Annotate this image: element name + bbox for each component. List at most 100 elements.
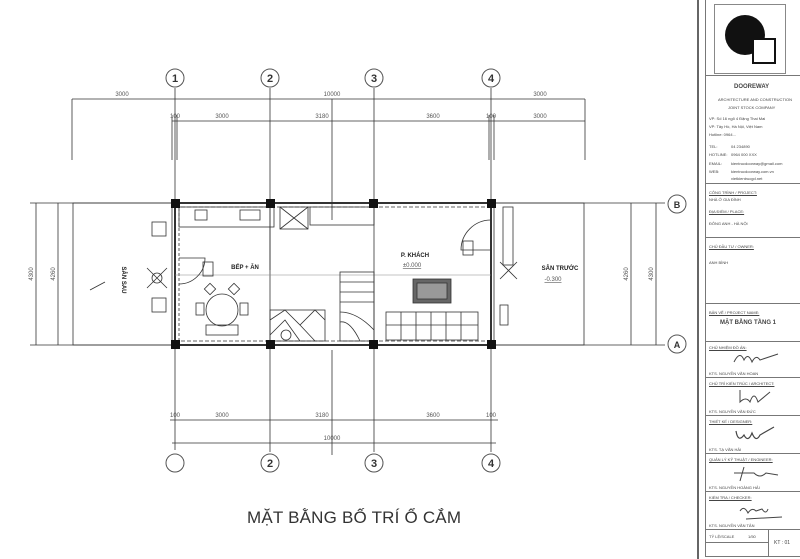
web-label: WEB:	[709, 169, 720, 174]
signer-name: KTS. NGUYỄN HOÀNG HẢI	[709, 485, 760, 490]
signer-role: KIỂM TRA / CHECKER:	[709, 495, 752, 500]
grid-label-bottom-4: 4	[488, 458, 495, 470]
owner-label: CHỦ ĐẦU TƯ / OWNER:	[709, 244, 754, 249]
dim-bottom-span-2: 3180	[315, 413, 329, 419]
company-address-3: Hotline: 0964...	[709, 132, 736, 137]
signer-name: KTS. NGUYỄN VĂN ĐỨC	[709, 409, 756, 414]
front-yard	[493, 202, 585, 346]
dim-bottom-span-3: 3600	[426, 413, 440, 419]
front-door	[460, 219, 492, 251]
dim-top-span-1: 3000	[215, 114, 229, 120]
project-cell: CÔNG TRÌNH / PROJECT: NHÀ Ở GIA ĐÌNH ĐỊA…	[706, 184, 800, 238]
signature-icon	[739, 507, 783, 520]
owner-value: ANH BÌNH	[709, 260, 729, 265]
company-address-2: VP: Tây Hồ, Hà Nội, Việt Nam	[709, 124, 763, 129]
dim-top-overall-main: 10000	[324, 92, 341, 98]
hotline-label: HOTLINE:	[709, 152, 728, 157]
signer-name: KTS. TẠ VĂN HẢI	[709, 447, 742, 452]
project-value: NHÀ Ở GIA ĐÌNH	[709, 197, 741, 202]
signer-name: KTS. NGUYỄN VĂN HOAN	[709, 371, 759, 376]
drawing-name-cell: BẢN VẼ / PROJECT NAME: MẶT BẰNG TẦNG 1	[706, 304, 800, 342]
signer-cell: KIỂM TRA / CHECKER: KTS. NGUYỄN VĂN TÂN	[706, 492, 800, 530]
scale-label: TỶ LỆ/SCALE	[709, 534, 735, 539]
grid-label-bottom-3: 3	[371, 458, 377, 470]
grid-label-1: 1	[172, 73, 178, 85]
signer-cell: CHỦ NHIỆM ĐỒ ÁN: KTS. NGUYỄN VĂN HOAN	[706, 342, 800, 378]
kitchen-door	[178, 257, 206, 285]
signer-cell: CHỦ TRÌ KIẾN TRÚC / ARCHITECT: KTS. NGUY…	[706, 378, 800, 416]
scale-value: 1/50	[748, 534, 756, 539]
scale-sheet-cell: TỶ LỆ/SCALE 1/50 KT : 01	[706, 530, 800, 556]
grid-bubble-B	[667, 194, 687, 214]
signature-icon	[739, 390, 771, 404]
place-value: ĐÔNG ANH - HÀ NỘI	[709, 221, 748, 226]
company-info-cell: DOOREWAY ARCHITECTURE AND CONSTRUCTION J…	[706, 76, 800, 184]
dim-right-inner: 4260	[624, 267, 630, 281]
dim-top-overall-right: 3000	[533, 92, 547, 98]
drawing-name-label: BẢN VẼ / PROJECT NAME:	[709, 310, 760, 315]
signature-icon	[735, 426, 775, 440]
room-label-front-yard: SÂN TRƯỚC	[542, 264, 579, 272]
dim-left-inner: 4260	[51, 267, 57, 281]
signer-cell: QUẢN LÝ KỸ THUẬT / ENGINEER: KTS. NGUYỄN…	[706, 454, 800, 492]
room-level-living: ±0.000	[403, 263, 422, 269]
company-name: DOOREWAY	[734, 84, 770, 90]
fridge	[202, 261, 214, 277]
grid-bubble-4-bottom	[481, 453, 501, 473]
email-value: kientrucdoorway@gmail.com	[731, 161, 783, 166]
company-logo-icon	[714, 4, 786, 74]
room-label-kitchen-dining: BẾP + ĂN	[231, 264, 259, 271]
grid-bubble-A	[667, 334, 687, 354]
staircase	[339, 271, 375, 342]
place-label: ĐỊA ĐIỂM / PLACE:	[709, 209, 745, 214]
grid-bubble-1-bottom	[165, 453, 185, 473]
company-address-1: VP: Số 16 ngõ 4 Đặng Thai Mai	[709, 116, 766, 121]
grid-label-3: 3	[371, 73, 377, 85]
dim-top-span-2: 3180	[315, 114, 329, 120]
grid-label-2: 2	[267, 73, 273, 85]
grid-bubble-4-top	[481, 68, 501, 88]
room-label-back-yard: SÂN SAU	[120, 266, 127, 293]
signer-cell: THIẾT KẾ / DESIGNER: KTS. TẠ VĂN HẢI	[706, 416, 800, 454]
grid-bubble-2-top	[260, 68, 280, 88]
title-block: DOOREWAY ARCHITECTURE AND CONSTRUCTION J…	[697, 0, 800, 559]
dim-top-span-4: 100	[486, 114, 497, 120]
stair-void	[279, 206, 309, 230]
web-value: kientrucdoorway.com.vn	[731, 169, 774, 174]
tel-label: TEL:	[709, 144, 718, 149]
signer-role: CHỦ NHIỆM ĐỒ ÁN:	[709, 345, 747, 350]
dining-table	[205, 293, 239, 327]
dim-top-overall-left: 3000	[115, 92, 129, 98]
grid-label-B: B	[674, 200, 681, 210]
logo-cell	[706, 0, 800, 76]
signer-role: QUẢN LÝ KỸ THUẬT / ENGINEER:	[709, 457, 773, 462]
signer-role: THIẾT KẾ / DESIGNER:	[709, 419, 753, 424]
sheet-number: KT : 01	[774, 540, 791, 546]
dim-left-outer: 4300	[29, 267, 35, 281]
grid-bubble-3-bottom	[364, 453, 384, 473]
bathroom	[269, 309, 326, 342]
back-yard	[72, 202, 173, 346]
company-sub2: JOINT STOCK COMPANY	[728, 105, 776, 110]
grid-bubble-3-top	[364, 68, 384, 88]
drawing-name-value: MẶT BẰNG TẦNG 1	[720, 320, 776, 326]
email-label: EMAIL:	[709, 161, 723, 166]
dim-bottom-overall: 10000	[324, 436, 341, 442]
signer-name: KTS. NGUYỄN VĂN TÂN	[709, 523, 755, 528]
drawing-title: MẶT BẰNG BỐ TRÍ Ổ CẮM	[247, 508, 462, 527]
room-level-front-yard: -0.300	[544, 277, 562, 283]
sofa	[385, 311, 479, 341]
dim-top-span-3: 3600	[426, 114, 440, 120]
grid-bubble-2-bottom	[260, 453, 280, 473]
project-label: CÔNG TRÌNH / PROJECT:	[709, 190, 757, 195]
grid-label-bottom-2: 2	[267, 458, 273, 470]
house-walls	[174, 202, 492, 346]
grid-bubble-1-top	[165, 68, 185, 88]
kitchen-counter	[178, 206, 275, 228]
signature-icon	[734, 466, 779, 482]
structural-columns	[171, 199, 496, 349]
grid-label-4: 4	[488, 73, 495, 85]
dim-top-span-5: 3000	[533, 114, 547, 120]
grid-label-A: A	[674, 340, 681, 350]
floor-plan-drawing: 1 2 3 4 2 3 4 B A 3000 10000 3000 100 30…	[29, 68, 687, 473]
